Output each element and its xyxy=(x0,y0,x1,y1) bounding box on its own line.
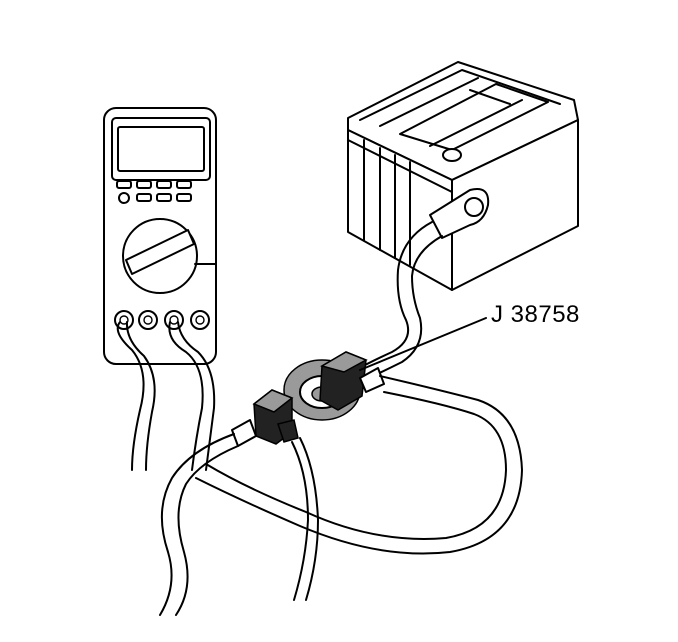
ground-cable xyxy=(195,375,523,555)
callout-label: J 38758 xyxy=(491,301,580,328)
battery-icon xyxy=(347,61,579,291)
test-lead-red xyxy=(168,321,216,471)
callout-leader xyxy=(359,317,487,371)
test-lead-black xyxy=(116,321,156,471)
cable-icon xyxy=(351,221,443,381)
multimeter-icon xyxy=(103,107,217,365)
switch-icon xyxy=(231,351,385,447)
input-jacks xyxy=(114,310,210,330)
output-cable xyxy=(159,433,319,616)
